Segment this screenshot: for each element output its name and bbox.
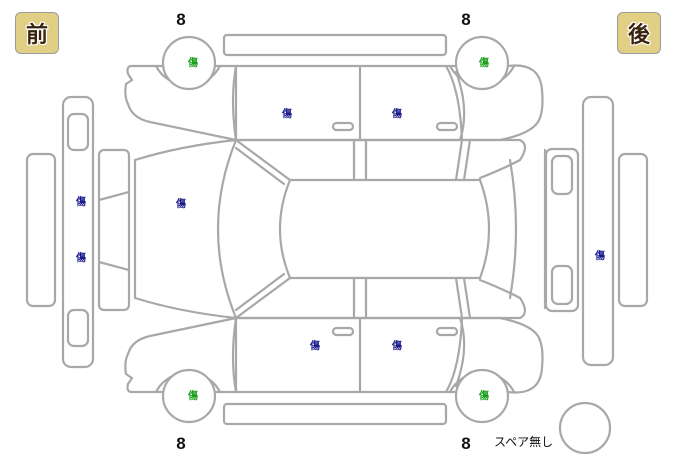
spare-tire[interactable] xyxy=(558,401,612,455)
rear-outer-panel[interactable] xyxy=(617,152,649,308)
spare-tire-label: スペア無し xyxy=(494,435,554,449)
damage-front-bumper-lower[interactable]: 傷 xyxy=(76,253,86,264)
tire-rear-top[interactable] xyxy=(454,35,510,91)
front-grille[interactable] xyxy=(97,148,131,312)
tires xyxy=(154,35,612,455)
damage-front-door-bottom[interactable]: 傷 xyxy=(310,341,320,352)
front-badge: 前 xyxy=(15,12,59,54)
rear-bumper[interactable] xyxy=(581,95,615,367)
tire-mark-front-top[interactable]: 傷 xyxy=(188,58,198,69)
tread-front-top: 8 xyxy=(176,10,186,29)
tire-mark-rear-top[interactable]: 傷 xyxy=(479,58,489,69)
bottom-side-sill[interactable] xyxy=(222,402,448,426)
damage-rear-door-top[interactable]: 傷 xyxy=(392,109,402,120)
tread-front-bottom: 8 xyxy=(176,434,186,453)
tire-front-top[interactable] xyxy=(161,35,217,91)
front-bumper-area xyxy=(25,95,131,369)
damage-hood[interactable]: 傷 xyxy=(176,199,186,210)
top-view-body xyxy=(133,138,547,320)
damage-rear-bumper[interactable]: 傷 xyxy=(595,251,605,262)
damage-front-bumper-upper[interactable]: 傷 xyxy=(76,197,86,208)
tire-rear-bottom[interactable] xyxy=(454,368,510,424)
damage-rear-door-bottom[interactable]: 傷 xyxy=(392,341,402,352)
front-outer-panel[interactable] xyxy=(25,152,57,308)
bottom-side-profile xyxy=(124,316,544,394)
tire-mark-rear-bottom[interactable]: 傷 xyxy=(479,391,489,402)
rear-bumper-area xyxy=(544,95,649,367)
top-side-sill[interactable] xyxy=(222,33,448,57)
tread-rear-top: 8 xyxy=(461,10,471,29)
tire-front-bottom[interactable] xyxy=(161,368,217,424)
tire-mark-front-bottom[interactable]: 傷 xyxy=(188,391,198,402)
rear-badge: 後 xyxy=(617,12,661,54)
front-bumper[interactable] xyxy=(61,95,95,369)
damage-front-door-top[interactable]: 傷 xyxy=(282,109,292,120)
tread-rear-bottom: 8 xyxy=(461,434,471,453)
